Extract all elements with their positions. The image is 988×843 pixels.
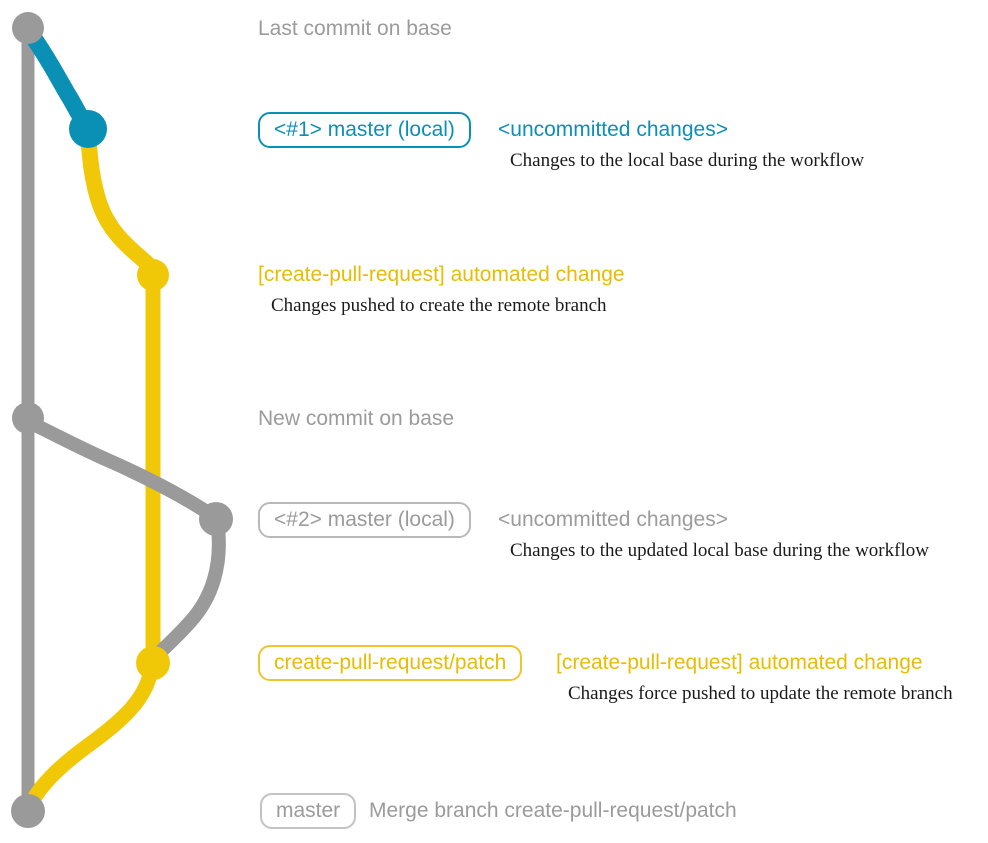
commit-description-2: Changes pushed to create the remote bran… [271, 295, 607, 316]
branch-badge-create-pull-request-patch[interactable]: create-pull-request/patch [258, 645, 523, 681]
branch-badge-master[interactable]: master [260, 793, 357, 829]
commit-description-3: Changes to the updated local base during… [510, 540, 929, 561]
branch-badge-master-local-2[interactable]: <#2> master (local) [258, 502, 471, 538]
commit-label-uncommitted-2: <uncommitted changes> [498, 508, 728, 531]
commit-label-automated-change-1: [create-pull-request] automated change [258, 263, 625, 286]
commit-label-merge: Merge branch create-pull-request/patch [369, 799, 737, 822]
commit-label-uncommitted-1: <uncommitted changes> [498, 118, 728, 141]
commit-label-new-commit: New commit on base [258, 407, 455, 430]
commit-description-4: Changes force pushed to update the remot… [568, 683, 953, 704]
commit-label-automated-change-2: [create-pull-request] automated change [556, 651, 923, 674]
branch-badge-master-local-1[interactable]: <#1> master (local) [258, 112, 471, 148]
commit-label-last-commit: Last commit on base [258, 17, 452, 40]
commit-description-1: Changes to the local base during the wor… [510, 150, 865, 171]
